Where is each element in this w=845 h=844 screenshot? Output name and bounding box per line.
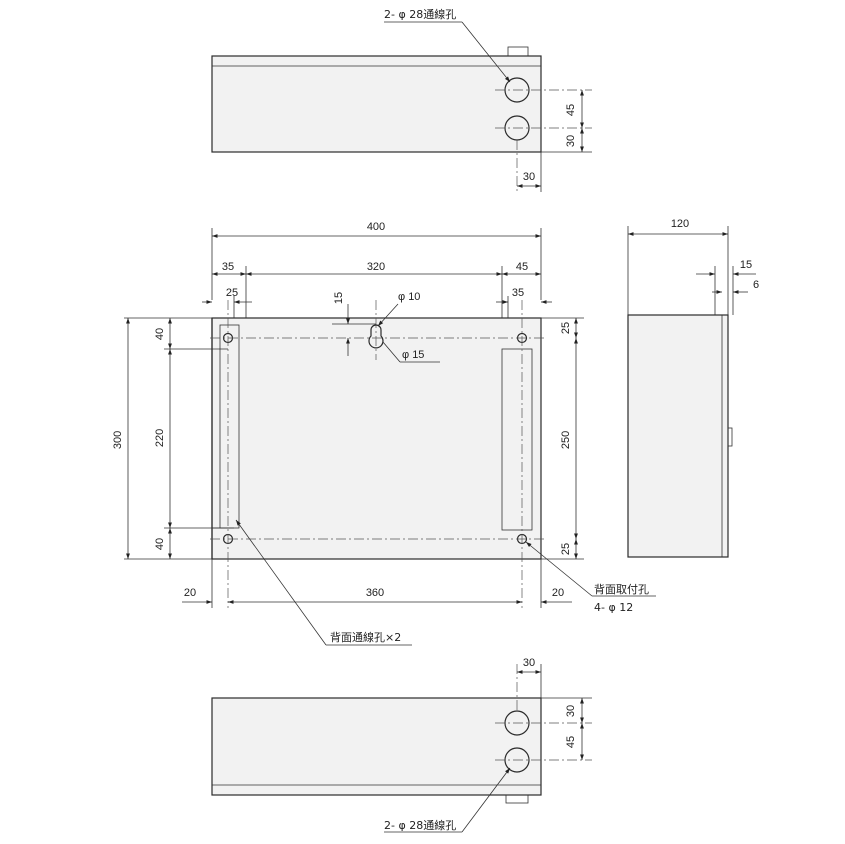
label-back-wire-holes: 背面通線孔×2 xyxy=(330,630,401,644)
dim-r250: 250 xyxy=(560,431,572,449)
side-view-latch xyxy=(727,427,733,447)
dim-top-30h: 30 xyxy=(523,171,535,183)
dim-400: 400 xyxy=(367,221,385,233)
dim-360: 360 xyxy=(366,587,384,599)
dim-bot-45: 45 xyxy=(565,736,577,748)
top-leader xyxy=(461,21,511,83)
dim-top-30v: 30 xyxy=(565,135,577,147)
label-back-mount-1: 背面取付孔 xyxy=(594,582,649,596)
dim-bot-30h: 30 xyxy=(523,657,535,669)
dim-20-left: 20 xyxy=(184,587,196,599)
dim-r25-bot: 25 xyxy=(560,543,572,555)
dim-45: 45 xyxy=(516,261,528,273)
label-hole-15: φ 15 xyxy=(402,349,424,361)
dim-r25-top: 25 xyxy=(560,322,572,334)
top-view-hinge xyxy=(507,46,529,57)
bottom-leader xyxy=(461,767,511,833)
dim-320: 320 xyxy=(367,261,385,273)
dim-side-6: 6 xyxy=(753,279,759,291)
dim-h40-bot: 40 xyxy=(154,538,166,550)
leader-phi10 xyxy=(377,303,399,327)
dim-key-15: 15 xyxy=(333,292,345,304)
dim-side-15: 15 xyxy=(740,259,752,271)
dim-h40-top: 40 xyxy=(154,328,166,340)
bottom-view: 30 30 45 2- φ 28通線孔 xyxy=(211,657,592,833)
label-bottom-holes: 2- φ 28通線孔 xyxy=(384,818,456,832)
leader-back-mount xyxy=(525,541,593,597)
dim-25-left: 25 xyxy=(226,287,238,299)
dim-top-45: 45 xyxy=(565,104,577,116)
leader-phi15 xyxy=(382,341,401,363)
keyhole-icon xyxy=(368,324,384,349)
top-view-body xyxy=(211,55,542,153)
leader-back-wire xyxy=(235,519,327,646)
left-back-wire-slot xyxy=(219,324,240,529)
dim-h220: 220 xyxy=(154,429,166,447)
dim-bot-30v: 30 xyxy=(565,705,577,717)
bottom-view-body xyxy=(211,697,542,796)
label-top-holes: 2- φ 28通線孔 xyxy=(384,7,456,21)
dim-35: 35 xyxy=(222,261,234,273)
front-view: 15 φ 10 φ 15 400 35 320 45 25 35 xyxy=(112,221,656,646)
top-view: 45 30 30 2- φ 28通線孔 xyxy=(211,7,592,192)
dim-h300: 300 xyxy=(112,431,124,449)
side-view-body xyxy=(627,314,729,558)
label-back-mount-2: 4- φ 12 xyxy=(594,601,633,614)
bottom-view-hinge xyxy=(505,794,529,804)
label-hole-10: φ 10 xyxy=(398,291,420,303)
dim-side-120: 120 xyxy=(671,218,689,230)
right-back-wire-slot xyxy=(501,348,533,531)
dim-20-right: 20 xyxy=(552,587,564,599)
front-view-body xyxy=(211,317,542,560)
side-view: 120 15 6 xyxy=(627,218,759,558)
dim-35-right: 35 xyxy=(512,287,524,299)
